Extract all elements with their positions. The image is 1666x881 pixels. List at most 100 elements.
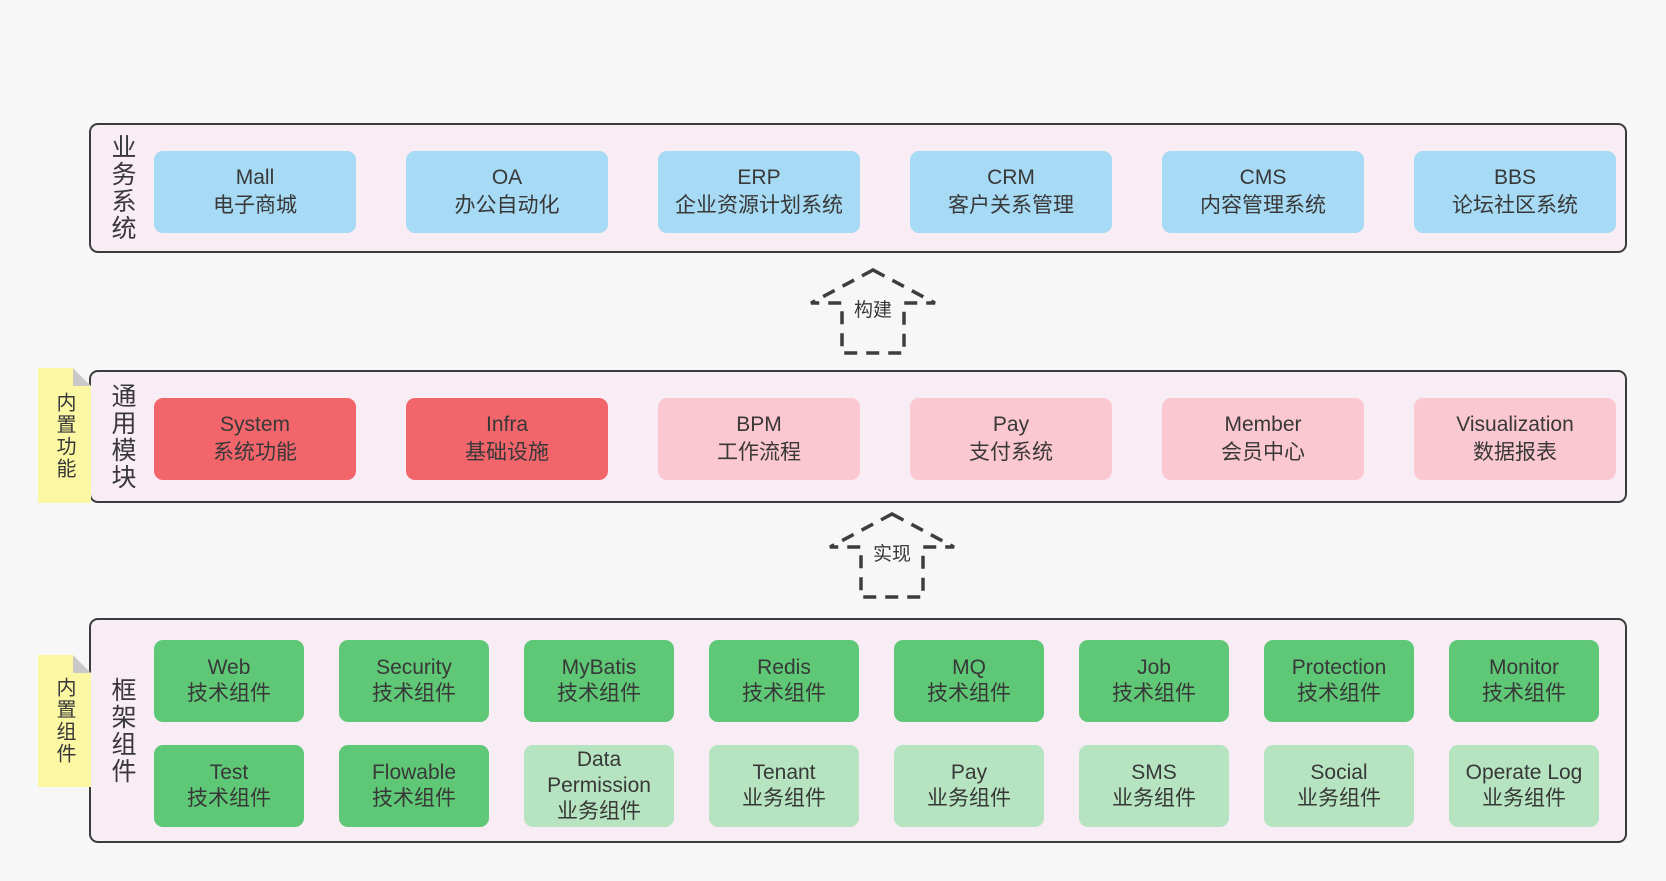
box-name: Pay [950, 761, 988, 784]
box-monitor: Monitor 技术组件 [1449, 640, 1599, 722]
box-tenant: Tenant 业务组件 [709, 745, 859, 827]
box-sms: SMS 业务组件 [1079, 745, 1229, 827]
box-row: Mall 电子商城 OA 办公自动化 ERP 企业资源计划系统 CRM 客户关系管理 CMS 内容… [154, 151, 1616, 233]
box-protection: Protection 技术组件 [1264, 640, 1414, 722]
box-name: Flowable [371, 761, 457, 784]
box-desc: 系统功能 [213, 441, 297, 464]
box-name: MQ [952, 656, 986, 679]
box-desc: 电子商城 [213, 194, 297, 217]
box-test: Test 技术组件 [154, 745, 304, 827]
box-visualization: Visualization 数据报表 [1414, 398, 1616, 480]
box-desc: 业务组件 [557, 800, 641, 823]
box-desc: 技术组件 [187, 682, 271, 705]
box-name: BPM [736, 413, 782, 436]
box-name: Tenant [752, 761, 816, 784]
layer-business-systems: 业务系统 Mall 电子商城 OA 办公自动化 ERP 企业资源计划系统 CRM 客户关系管理… [89, 123, 1627, 253]
box-name: Social [1310, 761, 1368, 784]
implement-arrow-icon: 实现 [826, 510, 958, 602]
box-mybatis: MyBatis 技术组件 [524, 640, 674, 722]
box-name: Test [209, 761, 249, 784]
box-desc: 技术组件 [557, 682, 641, 705]
box-name: Pay [992, 413, 1030, 436]
dashed-up-arrow-icon [810, 268, 936, 355]
arrow-label: 实现 [869, 538, 915, 567]
box-desc: 数据报表 [1473, 441, 1557, 464]
box-desc: 客户关系管理 [948, 194, 1074, 217]
box-bbs: BBS 论坛社区系统 [1414, 151, 1616, 233]
box-oa: OA 办公自动化 [406, 151, 608, 233]
box-desc: 业务组件 [1112, 787, 1196, 810]
box-name: Data Permission [547, 748, 651, 797]
box-name: OA [491, 166, 523, 189]
box-desc: 技术组件 [927, 682, 1011, 705]
box-name: CMS [1239, 166, 1287, 189]
box-name: CRM [987, 166, 1035, 189]
box-member: Member 会员中心 [1162, 398, 1364, 480]
box-mq: MQ 技术组件 [894, 640, 1044, 722]
box-system: System 系统功能 [154, 398, 356, 480]
box-name: ERP [737, 166, 781, 189]
note-text: 内置组件 [53, 677, 75, 765]
box-desc: 办公自动化 [454, 194, 560, 217]
box-desc: 技术组件 [742, 682, 826, 705]
box-mall: Mall 电子商城 [154, 151, 356, 233]
box-name: Web [207, 656, 251, 679]
box-social: Social 业务组件 [1264, 745, 1414, 827]
box-redis: Redis 技术组件 [709, 640, 859, 722]
box-cms: CMS 内容管理系统 [1162, 151, 1364, 233]
box-operate-log: Operate Log 业务组件 [1449, 745, 1599, 827]
box-desc: 技术组件 [1482, 682, 1566, 705]
box-name: Protection [1291, 656, 1387, 679]
box-desc: 业务组件 [1482, 787, 1566, 810]
box-name: BBS [1493, 166, 1537, 189]
box-name: MyBatis [561, 656, 637, 679]
box-erp: ERP 企业资源计划系统 [658, 151, 860, 233]
layer-label: 业务系统 [108, 134, 136, 242]
layer-label: 框架组件 [108, 676, 136, 785]
box-name: Job [1137, 656, 1171, 679]
box-name: Monitor [1488, 656, 1560, 679]
box-name: Redis [757, 656, 811, 679]
box-desc: 工作流程 [717, 441, 801, 464]
box-desc: 技术组件 [1297, 682, 1381, 705]
box-name: Member [1224, 413, 1302, 436]
box-name: Infra [485, 413, 529, 436]
box-desc: 企业资源计划系统 [675, 194, 843, 217]
note-text: 内置功能 [53, 391, 75, 480]
box-desc: 技术组件 [372, 787, 456, 810]
box-desc: 技术组件 [187, 787, 271, 810]
box-name: Security [376, 656, 452, 679]
box-desc: 业务组件 [927, 787, 1011, 810]
layer-label: 通用模块 [108, 382, 136, 491]
box-pay: Pay 业务组件 [894, 745, 1044, 827]
arrow-label: 构建 [850, 294, 896, 323]
box-bpm: BPM 工作流程 [658, 398, 860, 480]
box-flowable: Flowable 技术组件 [339, 745, 489, 827]
box-data-permission: Data Permission 业务组件 [524, 745, 674, 827]
dashed-up-arrow-icon [829, 512, 955, 599]
box-name: Operate Log [1465, 761, 1583, 784]
box-desc: 论坛社区系统 [1452, 194, 1578, 217]
box-crm: CRM 客户关系管理 [910, 151, 1112, 233]
box-name: SMS [1131, 761, 1177, 784]
box-security: Security 技术组件 [339, 640, 489, 722]
box-desc: 技术组件 [372, 682, 456, 705]
box-name: Mall [235, 166, 275, 189]
box-desc: 会员中心 [1221, 441, 1305, 464]
box-desc: 业务组件 [1297, 787, 1381, 810]
box-desc: 内容管理系统 [1200, 194, 1326, 217]
sticky-note-built-in-features: 内置功能 [38, 368, 91, 503]
box-desc: 业务组件 [742, 787, 826, 810]
box-name: System [219, 413, 290, 436]
box-name: Visualization [1456, 413, 1574, 436]
build-arrow-icon: 构建 [807, 266, 939, 358]
